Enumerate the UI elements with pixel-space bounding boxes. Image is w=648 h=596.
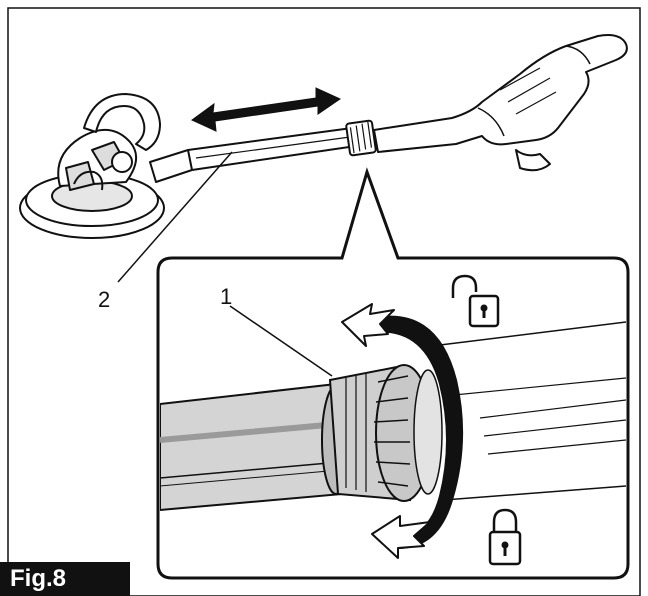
locked-padlock-icon bbox=[488, 508, 522, 566]
adjusting-ring bbox=[345, 119, 377, 157]
sander-tool-illustration bbox=[19, 34, 628, 239]
detail-pole bbox=[160, 382, 344, 512]
detail-contents bbox=[160, 303, 626, 559]
figure-frame bbox=[7, 7, 641, 596]
rotation-arrow bbox=[341, 303, 464, 559]
extension-pole bbox=[149, 127, 357, 183]
sanding-pad bbox=[19, 93, 165, 239]
extend-retract-arrow bbox=[191, 87, 342, 132]
figure-label: Fig.8 bbox=[0, 562, 130, 596]
unlocked-padlock-icon bbox=[451, 274, 500, 328]
callout-2-label: 2 bbox=[98, 287, 111, 312]
motor-housing-handle bbox=[373, 34, 628, 172]
callout-2-leader bbox=[117, 151, 233, 283]
detail-collar bbox=[321, 364, 443, 502]
callout-1-label: 1 bbox=[220, 284, 233, 309]
